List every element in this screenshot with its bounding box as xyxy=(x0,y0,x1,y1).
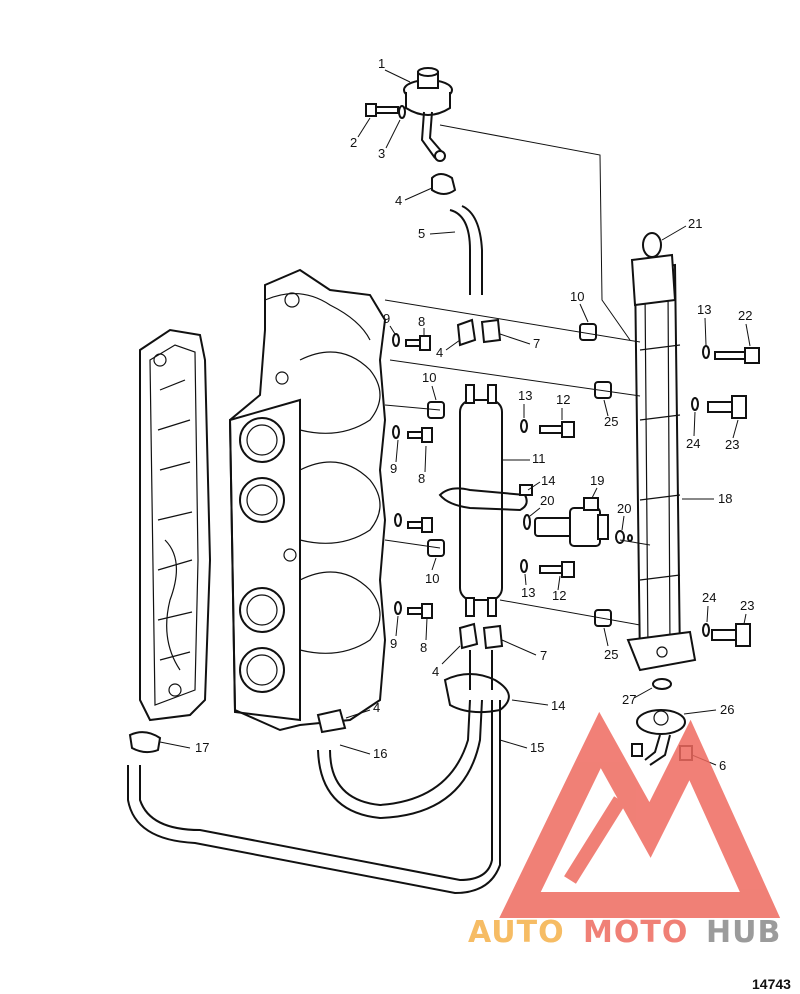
ring-20b xyxy=(615,530,625,544)
bolt-22 xyxy=(714,347,760,364)
clamp-4-mid xyxy=(456,318,477,347)
fuel-rail-18 xyxy=(626,232,697,672)
callout-4-bottom: 4 xyxy=(373,700,380,715)
callout-8-mid: 8 xyxy=(418,471,425,486)
fitting-26 xyxy=(636,709,686,766)
automotohub-logo: AUTO MOTO HUB xyxy=(468,711,781,950)
callout-9-top: 9 xyxy=(383,311,390,326)
callout-9-low: 9 xyxy=(390,636,397,651)
alignment-lines xyxy=(384,299,651,626)
hose-5 xyxy=(449,209,471,295)
reference-number: 14743 xyxy=(752,976,791,992)
callout-20-right: 20 xyxy=(617,501,631,516)
callout-8-top: 8 xyxy=(418,314,425,329)
callout-2: 2 xyxy=(350,135,357,150)
clamp-17 xyxy=(128,731,162,754)
bolt-12-upper xyxy=(539,421,575,438)
strap-14 xyxy=(438,487,528,512)
callout-22: 22 xyxy=(738,308,752,323)
o-ring-27 xyxy=(652,678,672,690)
callout-14-mid: 14 xyxy=(541,473,555,488)
clamp-4-bottom xyxy=(316,708,347,734)
callout-18: 18 xyxy=(718,491,732,506)
callout-13-top: 13 xyxy=(697,302,711,317)
logo-text-hub: HUB xyxy=(706,915,781,950)
callout-14-low: 14 xyxy=(551,698,565,713)
engine-block xyxy=(139,328,212,722)
callout-labels: 1 2 3 4 5 21 10 13 22 9 8 4 7 10 13 12 2… xyxy=(159,56,754,773)
callout-13-low: 13 xyxy=(521,585,535,600)
callout-11: 11 xyxy=(532,451,546,466)
callout-25-mid: 25 xyxy=(604,414,618,429)
callout-12-mid: 12 xyxy=(556,392,570,407)
hose-15-17 xyxy=(139,700,493,882)
ring-20a xyxy=(523,514,531,530)
logo-text-auto: AUTO xyxy=(468,915,565,950)
callout-4-mid: 4 xyxy=(436,345,443,360)
callout-23-low: 23 xyxy=(740,598,754,613)
washers-9 xyxy=(392,333,402,615)
callout-15: 15 xyxy=(530,740,544,755)
bolt-12-lower xyxy=(539,561,575,578)
callout-1: 1 xyxy=(378,56,385,71)
callout-10-low: 10 xyxy=(425,571,439,586)
bolts-8 xyxy=(405,335,433,619)
vacuum-line-leader xyxy=(439,124,631,341)
o-rings-13-24 xyxy=(520,345,710,637)
callout-24-top: 24 xyxy=(686,436,700,451)
intake-manifold xyxy=(228,268,387,732)
callout-4-low: 4 xyxy=(432,664,439,679)
callout-10-mid: 10 xyxy=(422,370,436,385)
callout-25-low: 25 xyxy=(604,647,618,662)
fuel-filter-11 xyxy=(459,384,503,617)
clamp-7-low xyxy=(482,624,504,650)
callout-26: 26 xyxy=(720,702,734,717)
callout-21: 21 xyxy=(688,216,702,231)
vapor-valve xyxy=(403,67,453,162)
hose-16 xyxy=(329,699,471,807)
callout-6: 6 xyxy=(719,758,726,773)
cap-21 xyxy=(642,232,662,258)
callout-7-mid: 7 xyxy=(533,336,540,351)
bolt-2 xyxy=(365,103,399,117)
callout-16: 16 xyxy=(373,746,387,761)
callout-24-low: 24 xyxy=(702,590,716,605)
hose-clamp-4-top xyxy=(431,173,457,195)
fuel-injector-19 xyxy=(534,497,609,547)
clamp-7-mid xyxy=(480,318,502,344)
callout-13-mid: 13 xyxy=(518,388,532,403)
callout-20-left: 20 xyxy=(540,493,554,508)
callout-23-top: 23 xyxy=(725,437,739,452)
callout-7-low: 7 xyxy=(540,648,547,663)
hose-stubs xyxy=(469,650,493,690)
callout-3: 3 xyxy=(378,146,385,161)
callout-8-low: 8 xyxy=(420,640,427,655)
callout-12-low: 12 xyxy=(552,588,566,603)
logo-text-moto: MOTO xyxy=(583,915,688,950)
callout-27: 27 xyxy=(622,692,636,707)
callout-10-top: 10 xyxy=(570,289,584,304)
callout-17: 17 xyxy=(195,740,209,755)
clamp-4-low xyxy=(458,622,479,650)
bolt-23-lower xyxy=(711,623,751,647)
callout-9-mid: 9 xyxy=(390,461,397,476)
strap-14-lower xyxy=(443,673,510,714)
washer-3 xyxy=(398,105,406,119)
bolt-23-upper xyxy=(707,395,747,419)
callout-4-top: 4 xyxy=(395,193,402,208)
callout-5: 5 xyxy=(418,226,425,241)
callout-19: 19 xyxy=(590,473,604,488)
